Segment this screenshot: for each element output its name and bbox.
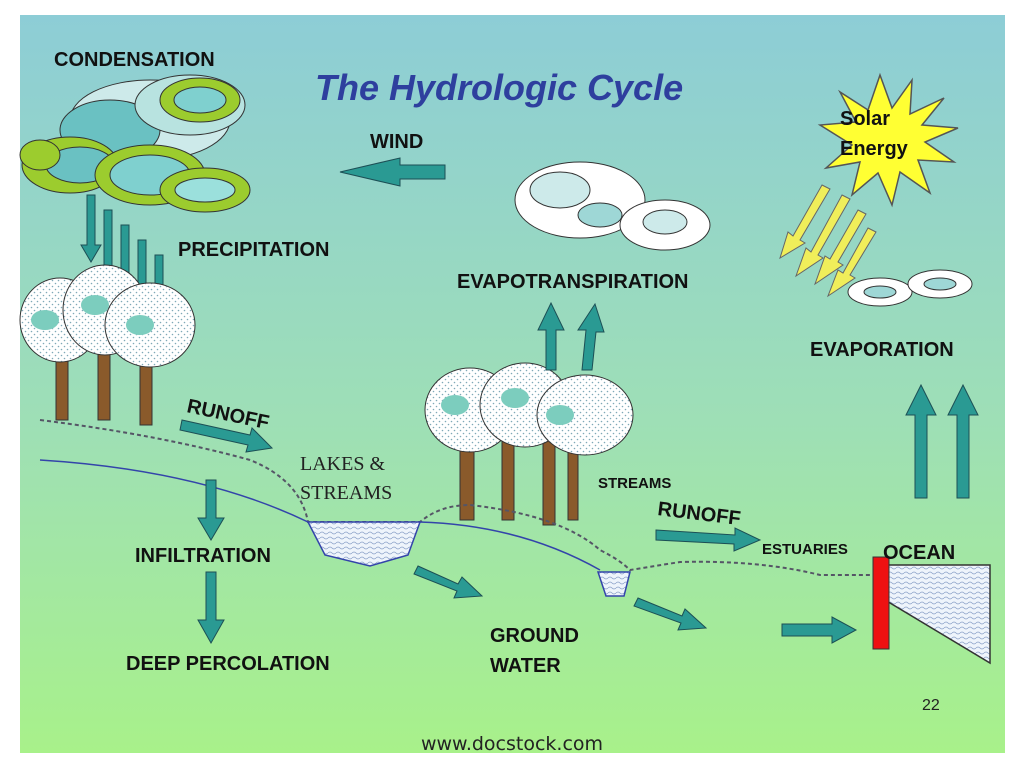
evaporation-arrow-2 <box>947 383 979 499</box>
ground-surface <box>39 419 870 576</box>
evapotranspiration-clouds <box>514 161 711 251</box>
label-streams-small: STREAMS <box>598 475 671 492</box>
label-water: WATER <box>490 655 561 677</box>
runoff-arrow-1 <box>179 419 274 453</box>
label-streams: STREAMS <box>300 482 392 504</box>
slide-number: 22 <box>922 697 940 714</box>
wind-arrow <box>339 157 446 187</box>
sun-icon <box>817 72 959 208</box>
label-energy: Energy <box>840 138 909 160</box>
runoff-arrow-2 <box>655 527 762 552</box>
ground-water-arrow-3 <box>781 616 858 644</box>
condensation-clouds <box>19 74 251 213</box>
trees-left <box>19 264 196 426</box>
ocean-barrier <box>872 556 890 650</box>
label-precipitation: PRECIPITATION <box>178 239 329 261</box>
lake <box>306 521 422 567</box>
label-ground: GROUND <box>490 625 579 647</box>
label-estuaries: ESTUARIES <box>762 541 848 558</box>
label-condensation: CONDENSATION <box>54 49 215 71</box>
evaporation-arrow-1 <box>905 383 937 499</box>
label-wind: WIND <box>370 131 423 153</box>
evapotranspiration-arrow-2 <box>577 302 605 371</box>
ocean <box>872 556 991 665</box>
solar-ray-arrows <box>779 184 877 298</box>
label-solar: Solar <box>840 108 890 130</box>
label-evapotranspiration: EVAPOTRANSPIRATION <box>457 271 689 293</box>
ground-water-arrow-2 <box>633 597 708 631</box>
ground-water-arrow-1 <box>413 565 484 599</box>
evapotranspiration-arrow-1 <box>537 301 565 371</box>
infiltration-arrow <box>197 479 225 541</box>
label-evaporation: EVAPORATION <box>810 339 954 361</box>
deep-percolation-arrow <box>197 571 225 645</box>
label-infiltration: INFILTRATION <box>135 545 271 567</box>
label-deep-percolation: DEEP PERCOLATION <box>126 653 330 675</box>
diagram-title: The Hydrologic Cycle <box>315 67 683 108</box>
label-lakes: LAKES & <box>300 453 385 475</box>
label-ocean: OCEAN <box>883 542 955 564</box>
footer-url: www.docstock.com <box>420 733 604 755</box>
evaporation-clouds <box>847 269 973 307</box>
trees-middle <box>424 362 634 526</box>
stream-dip <box>596 571 631 597</box>
